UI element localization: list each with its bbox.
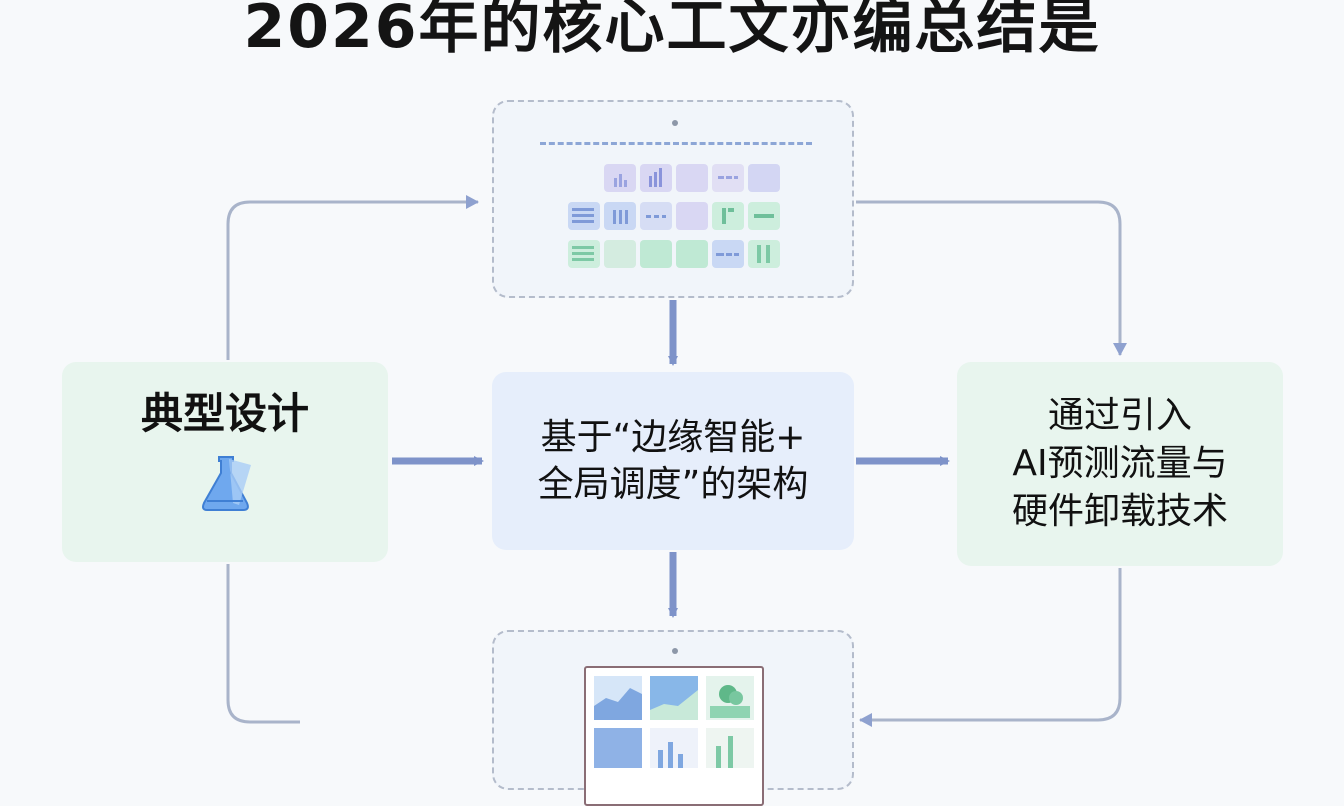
dashboard-tile [748, 240, 780, 268]
dashboard-tile [568, 240, 600, 268]
node-line: 全局调度”的架构 [537, 464, 809, 505]
node-label: 典型设计 [140, 388, 309, 438]
dashboard-tile [640, 202, 672, 230]
node-typical-design: 典型设计 [62, 362, 388, 562]
flask-icon [193, 455, 257, 517]
mini-chart [650, 728, 698, 768]
panel-divider [540, 142, 812, 145]
node-line: 通过引入 [1047, 395, 1192, 436]
mini-chart [594, 676, 642, 720]
loop-arrow-top-to-right [856, 200, 1127, 356]
loop-arrow-right-to-bottom [859, 568, 1122, 727]
mini-chart [706, 676, 754, 720]
charts-icon [584, 666, 764, 806]
loop-arrow-left-to-top [226, 195, 479, 360]
page-title: 2026年的核心工文亦编总结是 [243, 0, 1101, 62]
dashboard-tile [676, 240, 708, 268]
node-line: AI预测流量与 [1012, 443, 1228, 484]
dashboard-tile [676, 164, 708, 192]
dashboard-tile [640, 240, 672, 268]
panel-dot [672, 648, 678, 654]
dashboard-tile [712, 164, 744, 192]
bottom-panel [492, 630, 854, 806]
panel-dot [672, 120, 678, 126]
mini-chart [594, 728, 642, 768]
mini-chart [706, 728, 754, 768]
dashboard-tile [604, 164, 636, 192]
dashboard-tile [748, 164, 780, 192]
mini-chart [650, 676, 698, 720]
node-ai-offload: 通过引入 AI预测流量与 硬件卸载技术 [957, 362, 1283, 566]
loop-line-left-down [226, 564, 300, 724]
dashboard-tile [712, 202, 744, 230]
dashboard-tile [712, 240, 744, 268]
dashboard-tile [640, 164, 672, 192]
node-line: 硬件卸载技术 [1011, 491, 1228, 532]
node-architecture: 基于“边缘智能+ 全局调度”的架构 [492, 372, 854, 550]
dashboard-tile [604, 240, 636, 268]
dashboard-tile [604, 202, 636, 230]
dashboard-tile [676, 202, 708, 230]
node-line: 基于“边缘智能+ [540, 417, 806, 458]
top-panel [492, 100, 854, 298]
dashboard-tile [568, 202, 600, 230]
dashboard-tile [748, 202, 780, 230]
connector-lines [226, 195, 1127, 727]
